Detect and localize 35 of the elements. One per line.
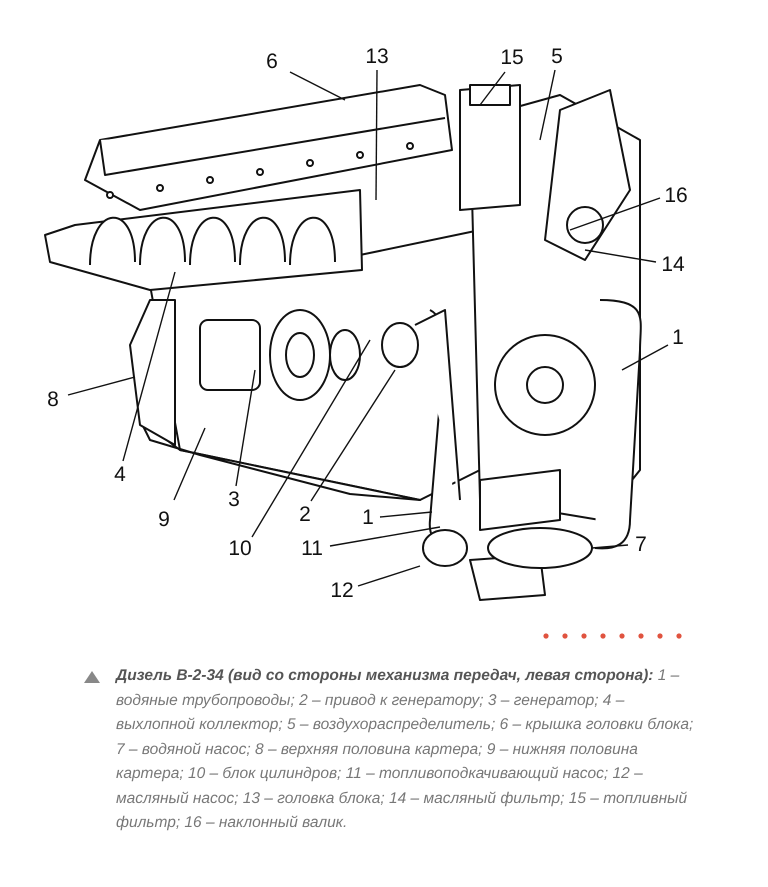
callout-number: 12 — [330, 580, 354, 602]
caption: Дизель В-2-34 (вид со стороны механизма передач, левая сторона): 1 – водяные трубопроводы; 2 – привод к генератору; 3 – генератор; 4 – выхлопной коллектор; 5 – воздухораспределитель; 6 – крышка головки блока; 7 – водяной насос; 8 – верхняя половина картера; 9 – нижняя половина картера; 10 – блок цилиндров; 11 – топливоподкачивающий насос; 12 – масляный насос; 13 – головка блока; 14 – масляный фильтр; 15 – топливный фильтр; 16 – наклонный валик. — [116, 666, 694, 833]
leader-line — [570, 197, 660, 231]
callout-number: 1 — [362, 507, 374, 529]
callout-number: 1 — [672, 327, 684, 349]
callout-number: 11 — [301, 538, 323, 560]
leader-line — [330, 526, 440, 547]
leader-line — [592, 544, 628, 549]
callout-number: 5 — [551, 46, 563, 68]
callout-number: 15 — [500, 47, 524, 69]
callout-number: 16 — [664, 185, 688, 207]
leader-line — [310, 370, 396, 502]
callout-number: 6 — [266, 51, 278, 73]
leader-line — [122, 272, 176, 462]
callout-number: 3 — [228, 489, 240, 511]
callout-number: 14 — [661, 254, 685, 276]
leader-line — [479, 72, 506, 106]
leader-line — [375, 70, 378, 200]
leader-line — [380, 511, 432, 518]
leader-line — [251, 340, 371, 538]
callout-number: 7 — [635, 534, 647, 556]
leader-line — [622, 344, 668, 371]
callout-number: 4 — [114, 464, 126, 486]
leader-line — [539, 70, 556, 140]
callout-number: 2 — [299, 504, 311, 526]
leader-line — [584, 249, 656, 263]
leader-line — [235, 370, 256, 486]
callout-number: 10 — [228, 538, 252, 560]
leader-line — [68, 376, 136, 396]
callout-number: 13 — [365, 46, 389, 68]
leader-line — [358, 565, 420, 587]
callout-number: 8 — [47, 389, 59, 411]
leader-line — [290, 71, 346, 101]
leader-line — [173, 428, 206, 500]
callout-number: 9 — [158, 509, 170, 531]
